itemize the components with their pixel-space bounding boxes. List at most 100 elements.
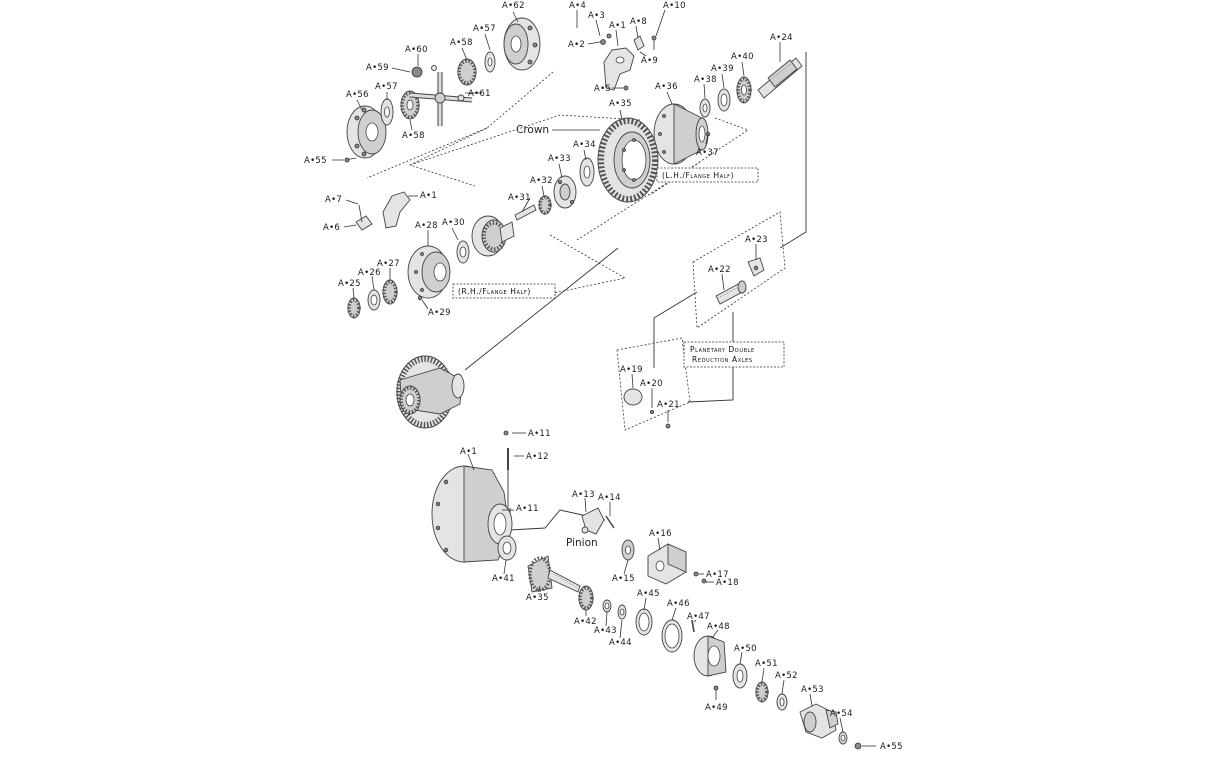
callout-A-55: A•55 (304, 156, 327, 166)
callout-A-3: A•3 (588, 11, 605, 21)
half-shaft-part (757, 57, 803, 99)
callout-A-47: A•47 (687, 612, 710, 622)
callout-A-42: A•42 (574, 617, 597, 627)
callout-A-34: A•34 (573, 140, 596, 150)
callout-A-36: A•36 (655, 82, 678, 92)
callout-A-26: A•26 (358, 268, 381, 278)
callout-A-11: A•11 (516, 504, 539, 514)
callout-A-41: A•41 (492, 574, 515, 584)
callout-A-11: A•11 (528, 429, 551, 439)
callout-A-55: A•55 (880, 742, 903, 752)
right-half-shaft-assembly (653, 57, 803, 165)
callout-A-53: A•53 (801, 685, 824, 695)
callout-A-21: A•21 (657, 400, 680, 410)
callout-A-33: A•33 (548, 154, 571, 164)
callout-A-10: A•10 (663, 1, 686, 11)
callout-A-27: A•27 (377, 259, 400, 269)
crown-label: Crown (516, 124, 549, 136)
callout-A-22: A•22 (708, 265, 731, 275)
callout-labels: A•62 A•57 A•58 A•60 A•59 A•61 A•56 A•57 … (304, 1, 903, 752)
callout-A-9: A•9 (641, 56, 658, 66)
callout-A-20: A•20 (640, 379, 663, 389)
rh-flange-box: (R.H./Flange Half) (452, 283, 556, 299)
callout-A-29: A•29 (428, 308, 451, 318)
callout-A-31: A•31 (508, 193, 531, 203)
bearing-cap-bracket-assembly (600, 33, 657, 91)
differential-case-assembly (347, 157, 595, 319)
callout-A-16: A•16 (649, 529, 672, 539)
crown-gear-part (597, 117, 659, 203)
callout-A-35: A•35 (609, 99, 632, 109)
assembled-differential-part (396, 355, 465, 429)
callout-A-19: A•19 (620, 365, 643, 375)
callout-A-35: A•35 (526, 593, 549, 603)
bearing-cone-part (382, 279, 398, 305)
companion-yoke-part (799, 703, 839, 739)
side-gear-part (538, 195, 552, 215)
lh-flange-box: (L.H./Flange Half) (656, 167, 759, 183)
pinion-retainer-part (693, 635, 727, 677)
callout-A-48: A•48 (707, 622, 730, 632)
lh-flange-half-part (653, 103, 709, 165)
callout-A-58: A•58 (402, 131, 425, 141)
planetary-label-line1: Planetary Double (690, 345, 755, 354)
callout-A-52: A•52 (775, 671, 798, 681)
side-gear-part (457, 58, 477, 86)
callout-A-57: A•57 (473, 24, 496, 34)
bearing-cap-part (382, 191, 411, 229)
callout-A-1: A•1 (460, 447, 477, 457)
flange-half-part (503, 17, 541, 71)
callout-A-12: A•12 (526, 452, 549, 462)
callout-A-50: A•50 (734, 644, 757, 654)
callout-A-59: A•59 (366, 63, 389, 73)
planetary-shaft-part (715, 280, 747, 305)
shift-housing-part (647, 543, 687, 585)
lh-flange-label: (L.H./Flange Half) (662, 171, 734, 180)
planetary-assembly (623, 257, 765, 429)
callout-A-51: A•51 (755, 659, 778, 669)
callout-A-1: A•1 (420, 191, 437, 201)
callout-A-45: A•45 (637, 589, 660, 599)
callout-A-49: A•49 (705, 703, 728, 713)
planetary-box: Planetary Double Reduction Axles (683, 341, 785, 368)
planetary-cover-part (623, 388, 643, 406)
spider-hub-part (553, 175, 577, 209)
callout-A-30: A•30 (442, 218, 465, 228)
callout-A-58: A•58 (450, 38, 473, 48)
callout-A-44: A•44 (609, 638, 632, 648)
callout-A-15: A•15 (612, 574, 635, 584)
leader-lines (332, 9, 876, 747)
callout-A-4: A•4 (569, 1, 586, 11)
callout-A-43: A•43 (594, 626, 617, 636)
callout-A-17: A•17 (706, 570, 729, 580)
rh-flange-label: (R.H./Flange Half) (458, 287, 531, 296)
callout-A-54: A•54 (830, 709, 853, 719)
callout-A-57: A•57 (375, 82, 398, 92)
callout-A-6: A•6 (323, 223, 340, 233)
planetary-label-line2: Reduction Axles (692, 355, 753, 364)
callout-A-14: A•14 (598, 493, 621, 503)
callout-A-25: A•25 (338, 279, 361, 289)
callout-A-24: A•24 (770, 33, 793, 43)
callout-A-37: A•37 (696, 148, 719, 158)
bearing-cone-part (736, 76, 752, 104)
callout-A-62: A•62 (502, 1, 525, 11)
callout-A-13: A•13 (572, 490, 595, 500)
pinion-gear-small-part (411, 66, 423, 78)
bearing-cone-part (347, 297, 361, 319)
diff-case-half-part (471, 215, 515, 257)
flange-half-part (346, 105, 387, 159)
callout-A-56: A•56 (346, 90, 369, 100)
callout-A-2: A•2 (568, 40, 585, 50)
callout-A-38: A•38 (694, 75, 717, 85)
callout-A-23: A•23 (745, 235, 768, 245)
axle-housing-part (431, 465, 513, 563)
callout-A-7: A•7 (325, 195, 342, 205)
callout-A-8: A•8 (630, 17, 647, 27)
callout-A-46: A•46 (667, 599, 690, 609)
pinion-gear-part (527, 555, 581, 593)
callout-A-18: A•18 (716, 578, 739, 588)
callout-A-40: A•40 (731, 52, 754, 62)
side-gear-part (400, 90, 420, 120)
callout-A-61: A•61 (468, 89, 491, 99)
